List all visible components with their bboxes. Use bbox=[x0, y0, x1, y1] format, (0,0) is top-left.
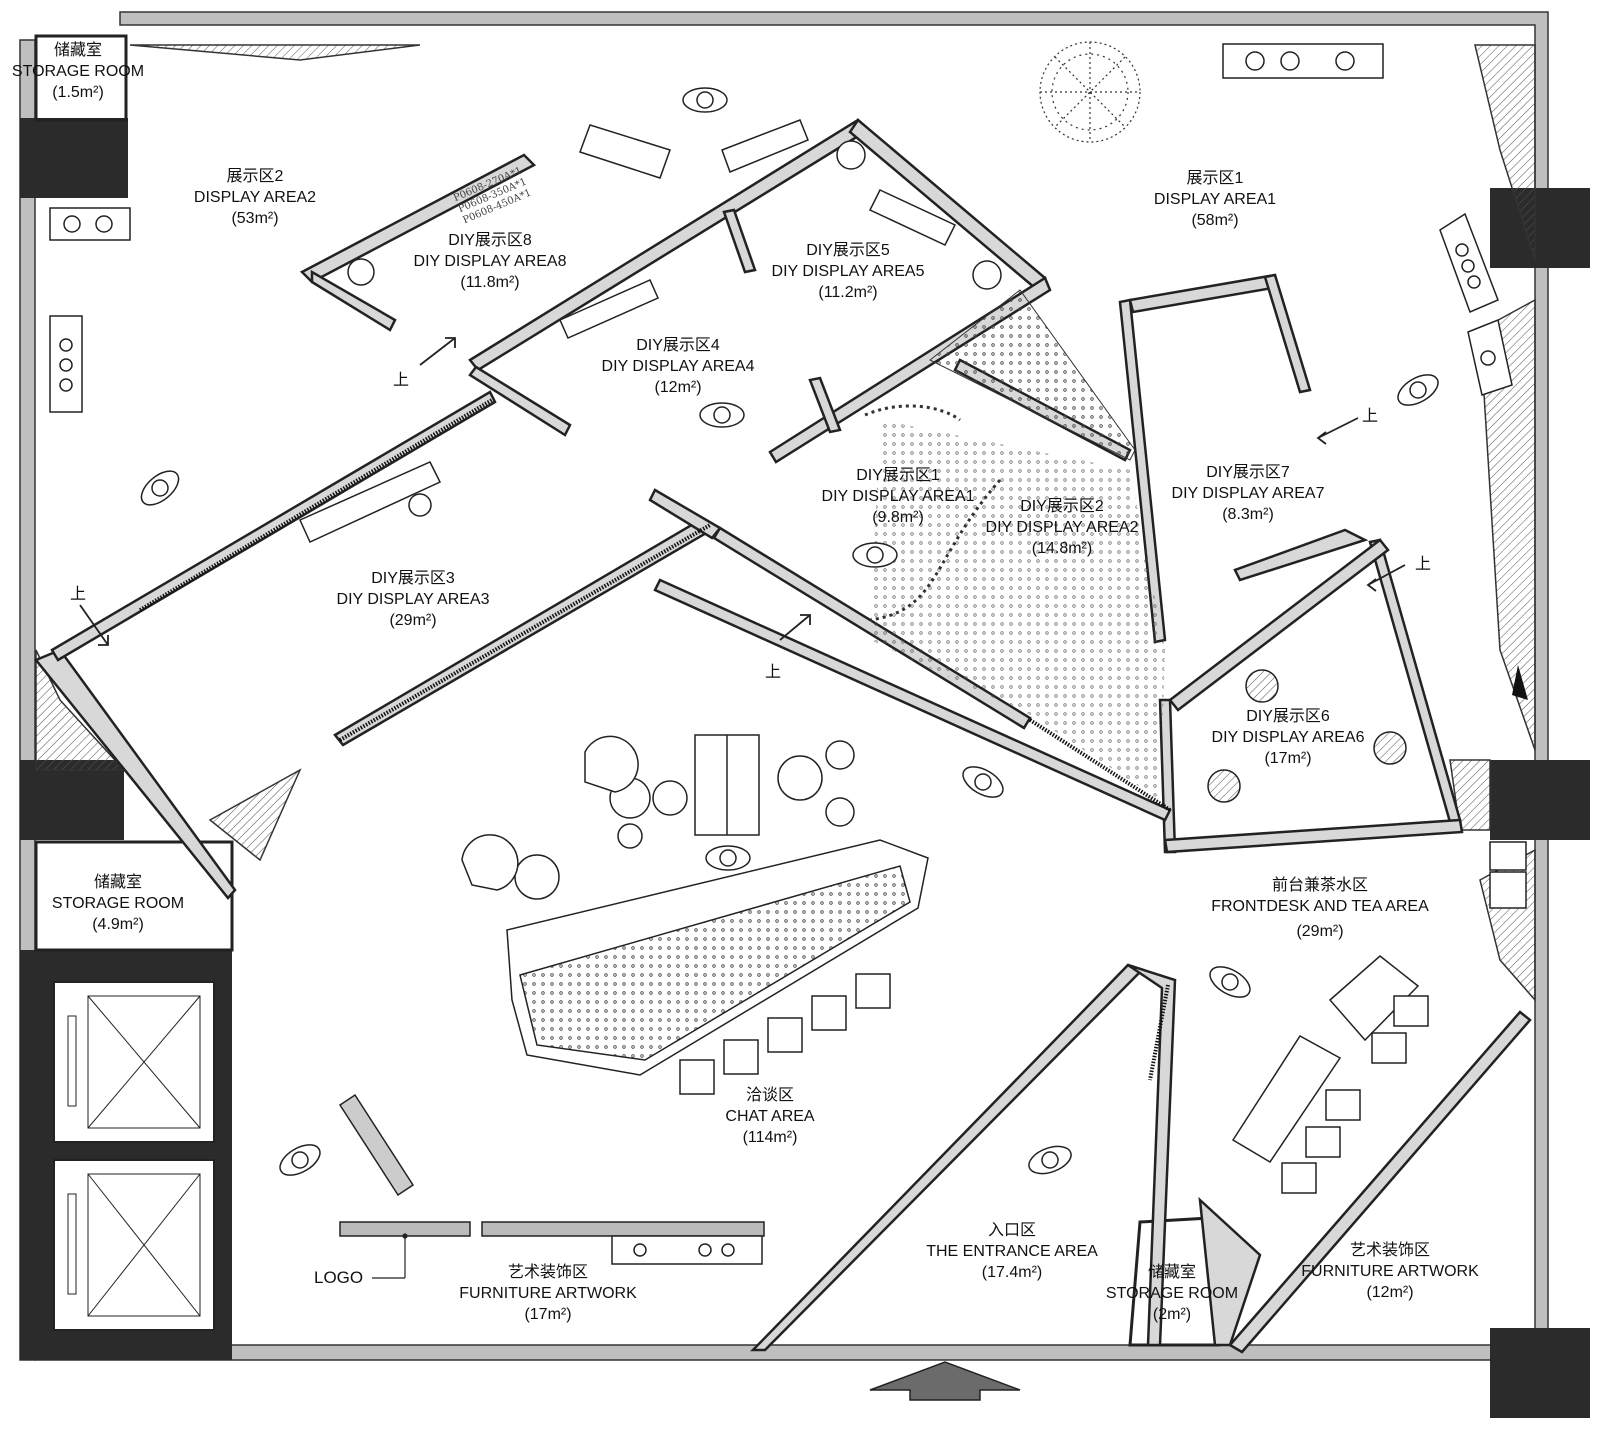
direction-arrow-icon bbox=[1512, 665, 1528, 700]
up-marker-1: 上 bbox=[393, 370, 410, 389]
front-desk bbox=[1231, 955, 1429, 1194]
chat-furniture bbox=[461, 734, 929, 1095]
slat-grilles bbox=[138, 398, 1172, 1081]
up-marker-5: 上 bbox=[1415, 554, 1432, 573]
logo-leader-line bbox=[372, 1233, 408, 1279]
tree-symbol bbox=[1039, 41, 1141, 143]
planters-diy6 bbox=[1207, 669, 1407, 803]
up-arrows bbox=[79, 337, 1406, 646]
logo-label: LOGO bbox=[314, 1268, 364, 1287]
elevator-shafts bbox=[53, 981, 215, 1331]
pebble-garden bbox=[864, 289, 1165, 800]
person-icons bbox=[140, 87, 1439, 1176]
up-marker-4: 上 bbox=[1362, 406, 1379, 425]
entrance-arrow-icon bbox=[869, 1361, 1021, 1401]
display-fixtures bbox=[49, 43, 1527, 1265]
up-marker-2: 上 bbox=[70, 584, 87, 603]
up-marker-3: 上 bbox=[765, 662, 782, 681]
